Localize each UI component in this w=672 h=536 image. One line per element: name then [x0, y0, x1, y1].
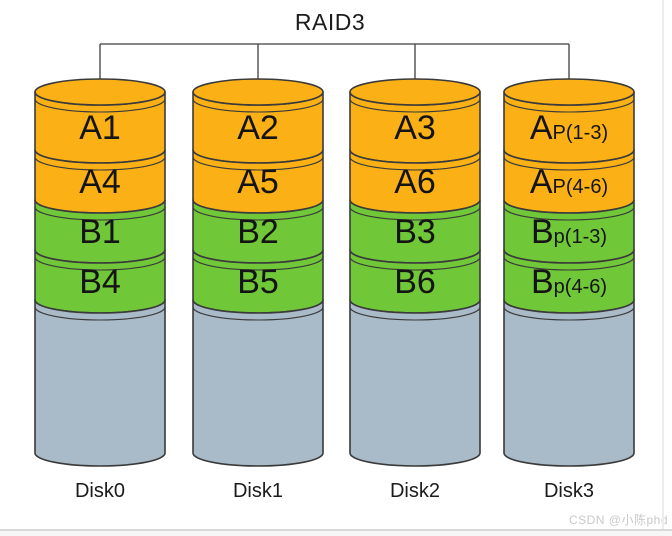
disk1-body	[192, 299, 324, 467]
bottom-edge-strip	[0, 531, 672, 536]
right-edge-line	[662, 0, 664, 529]
disk0-rim-arc-0	[34, 98, 166, 113]
disk2-label: Disk2	[389, 480, 440, 502]
disk0-segment-label-0: A1	[79, 109, 121, 147]
disk2-rim-arc-4	[349, 306, 481, 321]
bottom-edge-line	[0, 529, 672, 531]
disk0-top-cap	[34, 78, 166, 106]
disk1-label: Disk1	[232, 480, 283, 502]
disk3-rim-arc-3	[503, 256, 635, 271]
disk1-segment-label-1: A5	[237, 163, 279, 201]
disk3-rim-arc-0	[503, 98, 635, 113]
disk0-rim-arc-1	[34, 156, 166, 171]
disk1-rim-arc-0	[192, 98, 324, 113]
csdn-watermark: CSDN @小陈phd	[568, 513, 668, 527]
disk0-rim-arc-2	[34, 206, 166, 221]
disk0-segment-label-1: A4	[79, 163, 121, 201]
disk2-rim-arc-3	[349, 256, 481, 271]
disk0-label: Disk0	[74, 480, 125, 502]
disk3-rim-arc-4	[503, 306, 635, 321]
disk0-rim-arc-3	[34, 256, 166, 271]
disk3-rim-arc-1	[503, 156, 635, 171]
disk2-rim-arc-0	[349, 98, 481, 113]
disk0-rim-arc-4	[34, 306, 166, 321]
disk0-segment-label-2: B1	[79, 213, 121, 251]
disk3-segment-label-3: Bp(4-6)	[531, 263, 607, 301]
disk1-segment-label-3: B5	[237, 263, 279, 301]
disk1-rim-arc-1	[192, 156, 324, 171]
disk2-segment-label-3: B6	[394, 263, 436, 301]
disk0-body	[34, 299, 166, 467]
disk1-segment-label-0: A2	[237, 109, 279, 147]
disk3-body	[503, 299, 635, 467]
disk1-rim-arc-3	[192, 256, 324, 271]
disk1-top-cap	[192, 78, 324, 106]
disk2-segment-label-1: A6	[394, 163, 436, 201]
disk-cylinder-disk3: AP(1-3) AP(4-6) Bp(1-3) Bp(4-6)	[503, 78, 635, 467]
disk2-segment-label-0: A3	[394, 109, 436, 147]
disk3-rim-arc-2	[503, 206, 635, 221]
disk0-segment-label-3: B4	[79, 263, 121, 301]
disk3-segment-label-1: AP(4-6)	[530, 163, 608, 201]
disk2-top-cap	[349, 78, 481, 106]
disk2-rim-arc-2	[349, 206, 481, 221]
disk3-segment-label-2: Bp(1-3)	[531, 213, 607, 251]
disk1-rim-arc-2	[192, 206, 324, 221]
diagram-title: RAID3	[294, 9, 366, 35]
disk2-segment-label-2: B3	[394, 213, 436, 251]
disk1-segment-label-2: B2	[237, 213, 279, 251]
disk3-top-cap	[503, 78, 635, 106]
disk3-label: Disk3	[543, 480, 594, 502]
disk2-rim-arc-1	[349, 156, 481, 171]
disk2-body	[349, 299, 481, 467]
disk3-segment-label-0: AP(1-3)	[530, 109, 608, 147]
disk1-rim-arc-4	[192, 306, 324, 321]
